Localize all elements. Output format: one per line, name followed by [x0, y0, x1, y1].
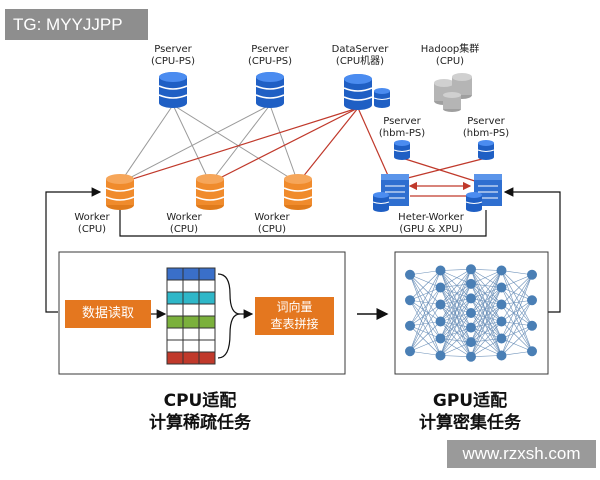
nn-node — [466, 322, 476, 333]
watermark-bottom-right: www.rzxsh.com — [447, 440, 596, 468]
neural-network-icon — [405, 264, 537, 362]
pserver-hbm-2-label: Pserver(hbm-PS) — [462, 116, 510, 139]
nn-node — [496, 350, 507, 361]
pserver-cpu-1-label: Pserver(CPU-PS) — [150, 44, 196, 67]
nn-node — [466, 278, 476, 289]
nn-node — [435, 282, 446, 293]
heter-worker-label: Heter-Worker(GPU & XPU) — [398, 212, 464, 235]
nn-node — [466, 308, 476, 318]
heter-worker-1-icon — [372, 173, 410, 213]
nn-node — [496, 282, 507, 293]
worker-cpu-2-icon — [195, 173, 225, 211]
nn-node — [496, 333, 507, 344]
pserver-hbm-1-icon — [393, 139, 411, 161]
watermark-top-left: TG: MYYJJPP — [5, 9, 148, 40]
pserver-cpu-2-icon — [255, 71, 285, 109]
hadoop-cluster-icon — [434, 73, 472, 112]
worker-cpu-3-label: Worker(CPU) — [254, 212, 290, 235]
nn-node — [496, 299, 507, 310]
nn-node — [466, 337, 476, 348]
nn-node — [435, 350, 446, 361]
nn-node — [435, 299, 446, 310]
nn-node — [466, 264, 476, 275]
nn-node — [496, 316, 507, 327]
dataserver-icon — [343, 73, 391, 111]
embedding-table — [166, 267, 216, 365]
lookup-concat-box — [255, 297, 334, 335]
feedback-arrow-left — [45, 187, 102, 313]
nn-node — [466, 293, 476, 304]
nn-node — [405, 346, 415, 357]
worker-bus-line — [119, 205, 487, 237]
pserver-cpu-1-icon — [158, 71, 188, 109]
pserver-cpu-2-label: Pserver(CPU-PS) — [247, 44, 293, 67]
pserver-hbm-1-label: Pserver(hbm-PS) — [378, 116, 426, 139]
ps-worker-links — [119, 104, 299, 184]
nn-node — [435, 316, 446, 327]
hadoop-label: Hadoop集群(CPU) — [420, 44, 480, 67]
nn-node — [405, 320, 415, 331]
nn-node — [496, 265, 507, 276]
nn-node — [466, 351, 476, 362]
feedback-arrow-right — [503, 187, 561, 313]
pserver-hbm-2-icon — [477, 139, 495, 161]
cpu-caption: CPU适配计算稀疏任务 — [149, 391, 251, 433]
nn-node — [405, 295, 415, 306]
data-read-box — [65, 300, 151, 328]
data-read-label: 数据读取 — [81, 306, 134, 321]
lookup-concat-label: 词向量查表拼接 — [270, 300, 319, 331]
gpu-caption: GPU适配计算密集任务 — [419, 391, 521, 433]
nn-node — [405, 269, 415, 280]
nn-node — [435, 333, 446, 344]
nn-node — [435, 265, 446, 276]
nn-node — [527, 269, 537, 280]
nn-node — [527, 346, 537, 357]
nn-node — [527, 320, 537, 331]
nn-node — [527, 295, 537, 306]
worker-cpu-1-icon — [105, 173, 135, 211]
worker-cpu-2-label: Worker(CPU) — [166, 212, 202, 235]
dataserver-label: DataServer(CPU机器) — [331, 44, 389, 67]
worker-cpu-3-icon — [283, 173, 313, 211]
worker-cpu-1-label: Worker(CPU) — [74, 212, 110, 235]
